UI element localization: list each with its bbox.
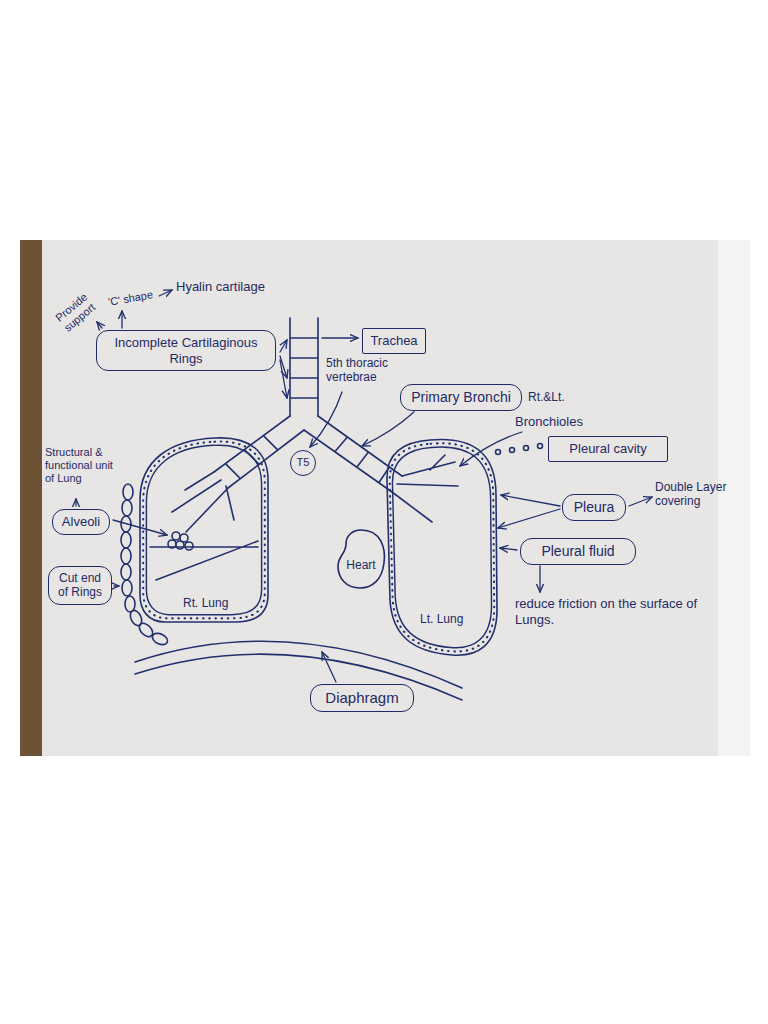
dot bbox=[538, 444, 543, 449]
annotation-text: Double Layer covering bbox=[655, 480, 735, 509]
right-lung-outer bbox=[140, 438, 268, 622]
node-text: Primary Bronchi bbox=[407, 389, 515, 406]
node-text: Alveoli bbox=[59, 514, 103, 530]
leader-line bbox=[114, 585, 119, 586]
left-bronchioles bbox=[392, 455, 458, 522]
alveolus bbox=[176, 541, 184, 549]
node-text: Trachea bbox=[369, 333, 419, 349]
node-text: Pleural cavity bbox=[555, 441, 661, 457]
leader-line bbox=[539, 566, 540, 592]
heart-shape: Heart bbox=[336, 528, 386, 590]
annotation-text: 'C' shape bbox=[107, 288, 154, 309]
leader-line bbox=[498, 509, 560, 528]
ring-oval bbox=[121, 532, 131, 548]
node-text: Pleura bbox=[569, 499, 619, 516]
ring-oval bbox=[128, 609, 144, 628]
leader-line bbox=[501, 495, 560, 506]
node-text: Incomplete Cartilaginous Rings bbox=[103, 335, 269, 366]
leader-line bbox=[500, 548, 517, 550]
right-lung-inner bbox=[146, 445, 261, 614]
alveoli-cluster bbox=[168, 532, 193, 550]
label-box: Pleura bbox=[562, 494, 626, 521]
label-box: Pleural cavity bbox=[548, 436, 668, 462]
lung-fissures bbox=[150, 541, 258, 580]
leader-line bbox=[280, 360, 287, 398]
leader-line bbox=[113, 520, 167, 535]
label-box: Incomplete Cartilaginous Rings bbox=[96, 330, 276, 371]
annotation-text: Rt. Lung bbox=[183, 596, 228, 610]
dot bbox=[524, 446, 529, 451]
cut-ring-chain bbox=[121, 484, 169, 647]
trachea-tube bbox=[290, 318, 318, 416]
ring-oval bbox=[151, 631, 170, 647]
pleural-cavity-dots bbox=[496, 444, 543, 455]
label-box: Trachea bbox=[362, 328, 426, 354]
left-lung-outer bbox=[387, 439, 497, 655]
page-edge bbox=[718, 240, 750, 756]
alveolus bbox=[168, 540, 176, 548]
alveolus bbox=[172, 532, 180, 540]
dot bbox=[510, 448, 515, 453]
diaphragm-curve bbox=[135, 641, 462, 700]
right-pleural-dots bbox=[143, 442, 265, 619]
ring-oval bbox=[125, 596, 135, 612]
annotation-text: Rt.&Lt. bbox=[528, 390, 565, 404]
annotation-text: Structural & functional unit of Lung bbox=[45, 446, 117, 486]
node-text: Cut end of Rings bbox=[55, 571, 105, 600]
vertebra-circle: T5 bbox=[290, 450, 316, 476]
ring-oval bbox=[123, 484, 133, 500]
leader-line bbox=[322, 652, 336, 682]
wood-edge bbox=[20, 240, 42, 756]
ring-oval bbox=[121, 564, 131, 580]
label-box: Alveoli bbox=[52, 509, 110, 535]
paper-photo bbox=[20, 240, 750, 756]
heart-outline-path bbox=[338, 530, 384, 588]
node-text: Pleural fluid bbox=[527, 543, 629, 560]
alveolus bbox=[185, 542, 193, 550]
leader-line bbox=[362, 412, 414, 446]
leader-line bbox=[75, 499, 76, 506]
node-text: Diaphragm bbox=[317, 689, 407, 707]
annotation-text: Bronchioles bbox=[515, 414, 583, 430]
left-lung-inner bbox=[392, 447, 491, 648]
leader-line bbox=[322, 337, 358, 338]
leader-line bbox=[310, 392, 342, 447]
annotation-text: Provide support bbox=[53, 284, 107, 335]
dot bbox=[496, 450, 501, 455]
label-box: Cut end of Rings bbox=[48, 566, 112, 605]
leader-line bbox=[460, 432, 522, 466]
node-text: T5 bbox=[297, 456, 310, 469]
label-box: Pleural fluid bbox=[520, 538, 636, 565]
ring-oval bbox=[122, 500, 132, 516]
leader-line bbox=[97, 322, 102, 328]
leader-line bbox=[121, 311, 122, 328]
right-bronchioles bbox=[172, 472, 234, 532]
ring-oval bbox=[121, 548, 131, 564]
annotation-text: 5th thoracic vertebrae bbox=[326, 356, 392, 385]
leader-line bbox=[629, 497, 652, 506]
annotation-text: reduce friction on the surface of Lungs. bbox=[515, 596, 730, 627]
leader-line bbox=[159, 290, 172, 296]
label-box: Diaphragm bbox=[310, 684, 414, 712]
annotation-text: Lt. Lung bbox=[420, 612, 463, 626]
leader-line bbox=[280, 340, 287, 352]
annotation-text: Hyalin cartilage bbox=[176, 279, 265, 295]
ring-oval bbox=[122, 580, 132, 596]
node-text: Heart bbox=[338, 558, 384, 572]
label-box: Primary Bronchi bbox=[400, 384, 522, 411]
left-pleural-dots bbox=[390, 443, 495, 651]
